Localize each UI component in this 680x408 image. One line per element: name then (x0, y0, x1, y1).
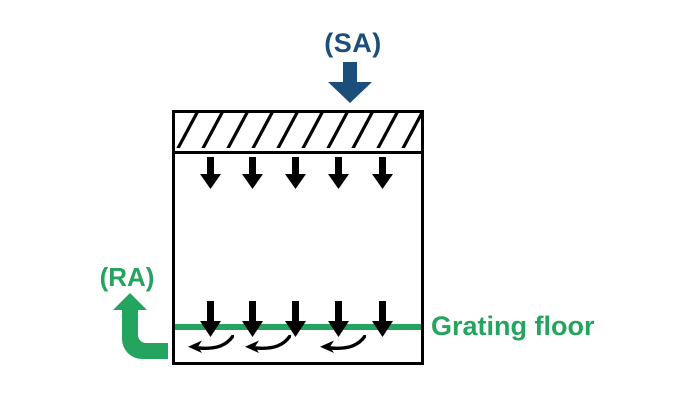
supply-air-label: (SA) (324, 28, 382, 58)
return-air-label: (RA) (99, 262, 155, 292)
recirculation-arrow-icon (245, 335, 291, 353)
ceiling-hatch-pattern (175, 113, 421, 148)
grating-floor-label: Grating floor (431, 311, 595, 341)
recirculation-arrow-icon (320, 335, 366, 353)
downflow-arrow-icon (242, 157, 263, 189)
downflow-arrow-icon (200, 157, 221, 189)
ceiling-filter-band (175, 113, 421, 154)
downflow-arrow-icon (372, 157, 393, 189)
floor-downflow-arrow-icon (200, 301, 221, 337)
downflow-arrow-icon (328, 157, 349, 189)
floor-downflow-arrow-icon (328, 301, 349, 337)
floor-downflow-arrow-icon (285, 301, 306, 337)
downflow-arrow-icon (285, 157, 306, 189)
recirculation-arrow-icon (188, 335, 234, 353)
floor-downflow-arrow-icon (372, 301, 393, 337)
return-air-arrow-icon (113, 293, 168, 359)
supply-air-arrow-icon (328, 62, 372, 103)
floor-downflow-arrow-icon (242, 301, 263, 337)
